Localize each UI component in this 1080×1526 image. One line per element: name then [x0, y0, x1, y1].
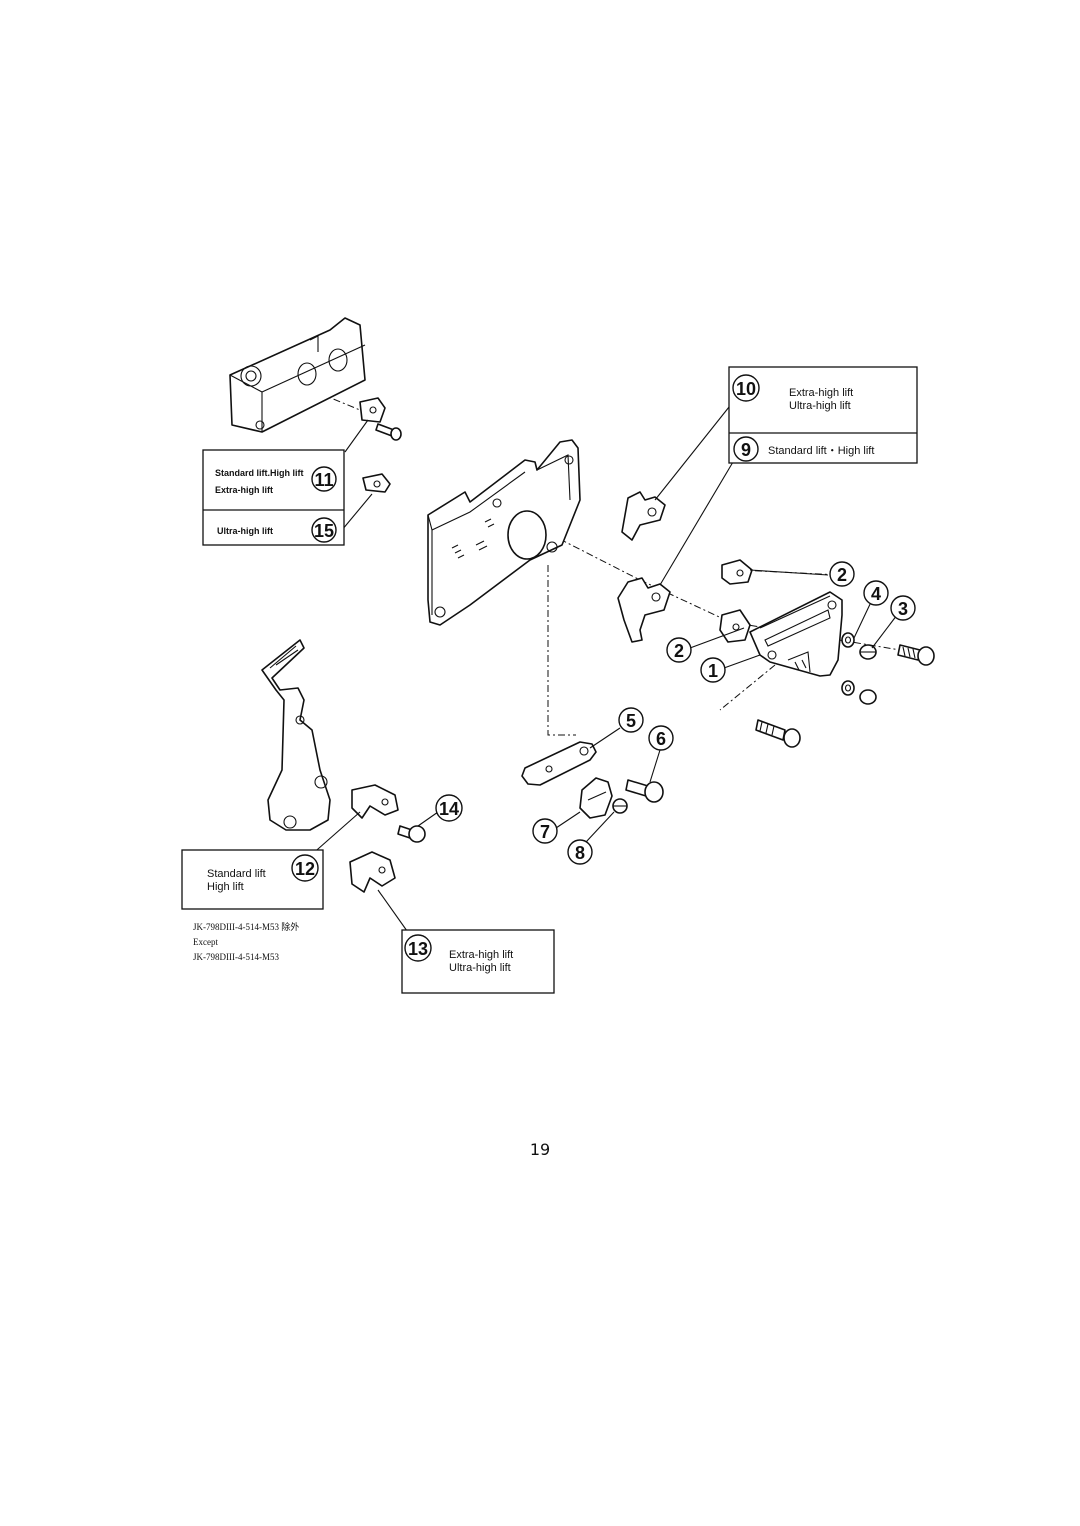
- presser-arm: [261, 639, 331, 831]
- box-11-line-2: Extra-high lift: [215, 485, 273, 495]
- callout-10: 10: [736, 379, 756, 399]
- callout-circles-middle: 5 6 7 8: [532, 707, 674, 865]
- callout-15: 15: [314, 521, 334, 541]
- box-10-line-2: Ultra-high lift: [789, 400, 851, 412]
- callout-1: 1: [708, 661, 718, 681]
- label-box-11-15: Standard lift.High lift Extra-high lift …: [202, 449, 345, 546]
- screw-3: [859, 644, 877, 660]
- box-11-line-1: Standard lift.High lift: [215, 468, 304, 478]
- callout-circles-right: 2 4 3 2 1: [666, 561, 916, 683]
- washer-4: [841, 632, 855, 648]
- label-box-10-9: 10 Extra-high lift Ultra-high lift 9 Sta…: [728, 366, 918, 464]
- screw-large-right: [897, 644, 935, 666]
- upper-bracket-block: [229, 317, 366, 433]
- note-line-2: Except: [193, 937, 218, 947]
- callout-9: 9: [741, 440, 751, 460]
- part-13-cam: [349, 851, 396, 893]
- screw-8: [612, 798, 628, 814]
- box-12-line-1: Standard lift: [207, 868, 266, 880]
- callout-11: 11: [314, 470, 333, 490]
- part-14-cam: [351, 784, 399, 819]
- callout-2-lower: 2: [674, 641, 684, 661]
- part-7-block: [579, 777, 613, 819]
- screw-lower: [859, 689, 877, 705]
- page-number: 19: [529, 1140, 551, 1159]
- callout-4: 4: [871, 584, 881, 604]
- part-15-bracket: [362, 473, 391, 493]
- callout-3: 3: [898, 599, 908, 619]
- callout-8: 8: [575, 843, 585, 863]
- note-line-1: JK-798DIII-4-514-M53 除外: [193, 921, 299, 932]
- part-2-upper-bracket: [721, 559, 753, 585]
- box-10-line-1: Extra-high lift: [789, 387, 853, 399]
- label-box-13: 13 Extra-high lift Ultra-high lift: [401, 929, 555, 994]
- part-5-link: [521, 741, 597, 786]
- washer-lower: [841, 680, 855, 696]
- box-15-text: Ultra-high lift: [217, 526, 273, 536]
- callout-12: 12: [295, 859, 315, 879]
- box-13-line-1: Extra-high lift: [449, 949, 513, 961]
- callout-13: 13: [408, 939, 428, 959]
- callout-2-upper: 2: [837, 565, 847, 585]
- callout-circle-14: 14: [435, 794, 463, 822]
- note-line-3: JK-798DIII-4-514-M53: [193, 952, 279, 962]
- screw-14: [397, 825, 426, 843]
- part-9-lever: [617, 577, 671, 643]
- box-9-text: Standard lift・High lift: [768, 445, 874, 457]
- part-10-lever: [621, 491, 666, 541]
- callout-6: 6: [656, 729, 666, 749]
- exception-note: JK-798DIII-4-514-M53 除外 Except JK-798DII…: [193, 921, 299, 962]
- screw-11: [375, 423, 402, 441]
- box-12-line-2: High lift: [207, 881, 244, 893]
- part-11-bracket: [359, 397, 386, 423]
- callout-14: 14: [439, 799, 459, 819]
- screw-long-lower: [755, 719, 801, 748]
- main-plate: [427, 439, 581, 626]
- screw-6: [625, 779, 664, 803]
- part-1-slide-plate: [749, 591, 843, 677]
- label-box-12: Standard lift High lift 12: [181, 849, 324, 910]
- box-13-line-2: Ultra-high lift: [449, 962, 511, 974]
- callout-5: 5: [626, 711, 636, 731]
- part-2-lower-bracket: [719, 609, 751, 643]
- callout-7: 7: [540, 822, 550, 842]
